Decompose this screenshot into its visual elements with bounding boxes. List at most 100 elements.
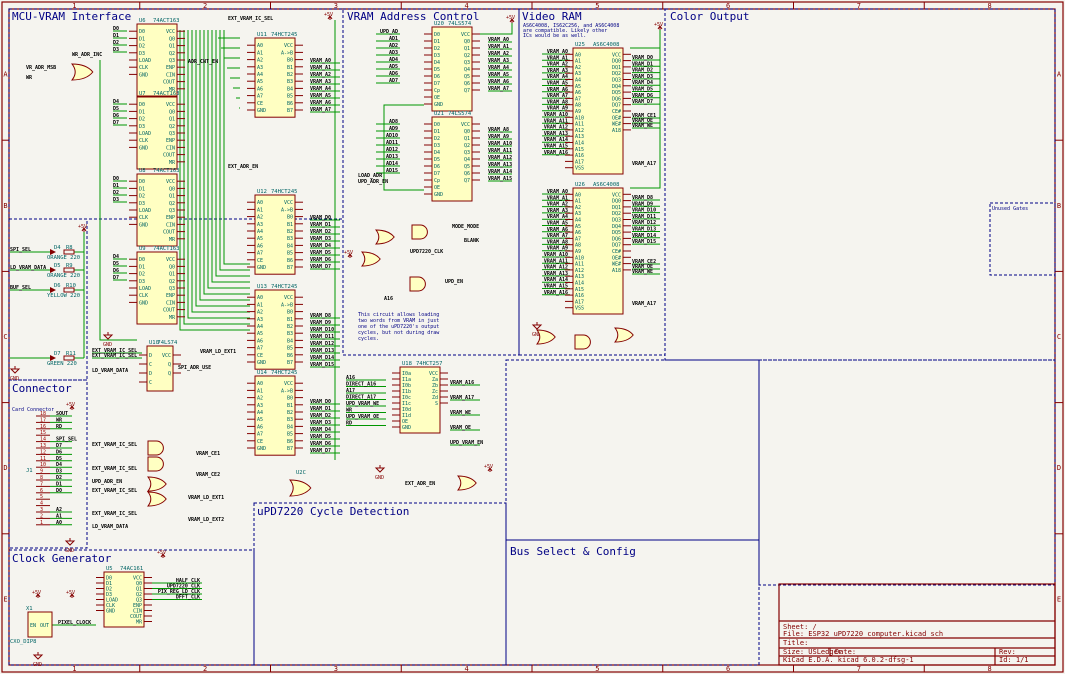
pin-name: A14 — [575, 141, 584, 147]
and-gate — [574, 334, 591, 350]
pin-name: Q1 — [169, 117, 175, 123]
pin-name: A16 — [575, 153, 584, 159]
net-label: VRAM_CE1 — [196, 451, 220, 457]
net-label: EXT_VRAM_IC_SEL — [92, 466, 137, 472]
pin-name: Q6 — [464, 171, 470, 177]
net-label: A0 — [56, 520, 62, 526]
section-title: uPD7220 Cycle Detection — [257, 505, 409, 518]
pin-name: OE# — [612, 255, 621, 261]
net-label: VRAM_A16 — [450, 380, 474, 386]
resistor — [63, 355, 75, 361]
net-label: D2 — [113, 40, 119, 46]
pin-name: A4 — [257, 229, 263, 235]
net-label: VRAM_D12 — [632, 220, 656, 226]
pin-name: A7 — [257, 251, 263, 257]
pin-name: A18 — [612, 128, 621, 134]
pin-name: A2 — [575, 205, 581, 211]
pin-name: B2 — [287, 324, 293, 330]
pin-name: Q3 — [169, 208, 175, 214]
or-gate — [288, 479, 312, 497]
zone-row-label: E — [3, 595, 7, 603]
net-label: VRAM_CE2 — [632, 259, 656, 265]
pin-name: D0 — [106, 576, 112, 582]
net-label: VRAM_WE — [450, 410, 471, 416]
pin-name: B2 — [287, 229, 293, 235]
net-label: VRAM_D2 — [632, 68, 653, 74]
pin-name: D3 — [139, 124, 145, 130]
net-label: UPD_ADR_EN — [92, 479, 122, 485]
zone-row-label: E — [1057, 595, 1061, 603]
ground-label: GND — [33, 662, 42, 668]
pin-number: 17 — [40, 417, 46, 423]
or-gate — [360, 251, 381, 267]
ic-value: 74ACT163 — [153, 246, 180, 252]
pin-name: A6 — [575, 230, 581, 236]
net-label: D2 — [56, 475, 62, 481]
ic-reference: U9 — [139, 246, 146, 252]
net-label: VRAM_A1 — [547, 55, 568, 61]
net-label: VRAM_D3 — [310, 420, 331, 426]
net-label: AD8 — [389, 119, 398, 125]
wire — [183, 30, 250, 325]
net-label: VRAM_A11 — [544, 258, 568, 264]
net-label: VRAM_A10 — [488, 141, 512, 147]
ground-label: GND — [103, 342, 112, 348]
pin-name: A15 — [575, 147, 584, 153]
net-label: VRAM_D14 — [310, 355, 334, 361]
pin-name: A10 — [575, 115, 584, 121]
section-connector: Connector — [8, 379, 88, 549]
ic-reference: U26 — [575, 182, 585, 188]
pin-name: Zb — [432, 383, 438, 389]
pin-name: GND — [434, 102, 443, 108]
net-label: D5 — [56, 456, 62, 462]
pin-name: B3 — [287, 331, 293, 337]
pin-name: A15 — [575, 287, 584, 293]
pin-name: A2 — [257, 215, 263, 221]
pin-name: I1a — [402, 377, 411, 383]
pin-name: VCC — [429, 371, 438, 377]
net-label: VRAM_A11 — [488, 148, 512, 154]
net-label: VRAM_A12 — [544, 125, 568, 131]
power-label: +5V — [66, 402, 75, 408]
net-label: VRAM_D6 — [632, 93, 653, 99]
wire — [630, 48, 661, 189]
pin-name: A4 — [575, 78, 581, 84]
pin-name: D4 — [434, 60, 440, 66]
net-label: PIX_REG_LD_CLK — [158, 589, 200, 595]
pin-name: D7 — [434, 81, 440, 87]
pin-name: A8 — [575, 243, 581, 249]
pin-name: A0 — [575, 192, 581, 198]
pin-number: 2 — [40, 513, 43, 519]
ic-value: 74ACT163 — [153, 91, 180, 97]
net-label: D3 — [113, 197, 119, 203]
pin-name: A5 — [257, 417, 263, 423]
ic-body — [254, 37, 296, 118]
pin-name: GND — [257, 108, 266, 114]
pin-name: Q2 — [169, 51, 175, 57]
pin-name: A->B — [281, 302, 293, 308]
net-label: LD_VRAM_DATA — [92, 368, 128, 374]
pin-name: A9 — [575, 109, 581, 115]
pin-name: A13 — [575, 274, 584, 280]
net-label: AD15 — [386, 168, 398, 174]
power-label: +5V — [324, 12, 333, 18]
net-label: VRAM_A6 — [488, 79, 509, 85]
pin-name: A5 — [257, 236, 263, 242]
pin-name: Q3 — [136, 598, 142, 604]
net-label: D3 — [113, 47, 119, 53]
pin-name: DQ6 — [612, 236, 621, 242]
ic-reference: U6 — [139, 18, 146, 24]
net-label: VRAM_D7 — [632, 99, 653, 105]
pin-name: A7 — [257, 432, 263, 438]
section-cycle-detection: uPD7220 Cycle Detection — [253, 502, 507, 666]
pin-name: COUT — [163, 80, 175, 86]
pin-name: ENP — [166, 293, 175, 299]
note-video-ram: AS6C4008, IS62C256, and AS6C4008 are com… — [523, 23, 619, 39]
net-label: VRAM_OE — [632, 264, 653, 270]
net-label: VRAM_D15 — [310, 362, 334, 368]
ic-body — [399, 366, 441, 434]
pin-name: D6 — [434, 74, 440, 80]
